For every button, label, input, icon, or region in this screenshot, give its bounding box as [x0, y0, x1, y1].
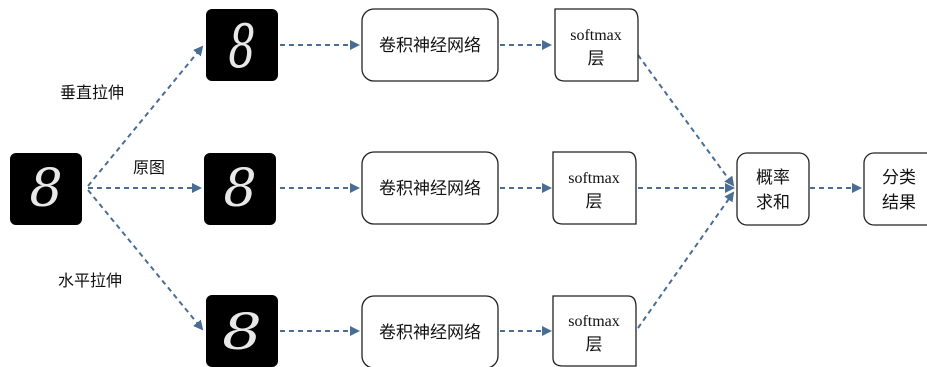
softmax-layer-label: 层 — [588, 49, 605, 69]
prob-sum-line2: 求和 — [756, 193, 790, 213]
arrow-softmax3-to-sum — [637, 191, 735, 329]
cnn-label: 卷积神经网络 — [379, 179, 481, 199]
cnn-box-bottom: 卷积神经网络 — [361, 295, 499, 367]
digit-glyph: 8 — [223, 159, 256, 219]
horizontal-stretched-image: 8 — [206, 295, 278, 367]
softmax-label: softmax — [568, 313, 620, 330]
probability-sum-box: 概率 求和 — [736, 152, 810, 226]
digit-glyph: 8 — [222, 304, 262, 361]
digit-glyph: 8 — [29, 159, 62, 219]
label-original: 原图 — [133, 158, 165, 177]
prob-sum-line1: 概率 — [756, 168, 790, 188]
cnn-box-middle: 卷积神经网络 — [361, 151, 499, 225]
arrow-softmax1-to-sum — [637, 54, 735, 187]
vertical-stretched-image: 8 — [206, 9, 278, 82]
cnn-label: 卷积神经网络 — [379, 323, 481, 343]
arrow-source-to-vertical — [87, 45, 204, 187]
arrow-source-to-horizontal — [87, 189, 204, 331]
softmax-label: softmax — [570, 27, 622, 44]
softmax-label: softmax — [568, 170, 620, 187]
cnn-box-top: 卷积神经网络 — [361, 8, 499, 82]
softmax-box-top: softmax 层 — [554, 8, 639, 82]
softmax-box-middle: softmax 层 — [552, 151, 637, 225]
softmax-box-bottom: softmax 层 — [552, 295, 637, 367]
label-vertical-stretch: 垂直拉伸 — [60, 83, 124, 102]
source-digit-image: 8 — [10, 153, 82, 225]
softmax-layer-label: 层 — [586, 335, 603, 355]
softmax-layer-label: 层 — [586, 192, 603, 212]
cnn-label: 卷积神经网络 — [379, 36, 481, 56]
label-horizontal-stretch: 水平拉伸 — [58, 271, 122, 290]
result-line1: 分类 — [882, 168, 916, 188]
original-image: 8 — [204, 153, 276, 225]
result-line2: 结果 — [882, 193, 916, 213]
classification-result-box: 分类 结果 — [863, 152, 927, 226]
digit-glyph: 8 — [228, 13, 255, 82]
